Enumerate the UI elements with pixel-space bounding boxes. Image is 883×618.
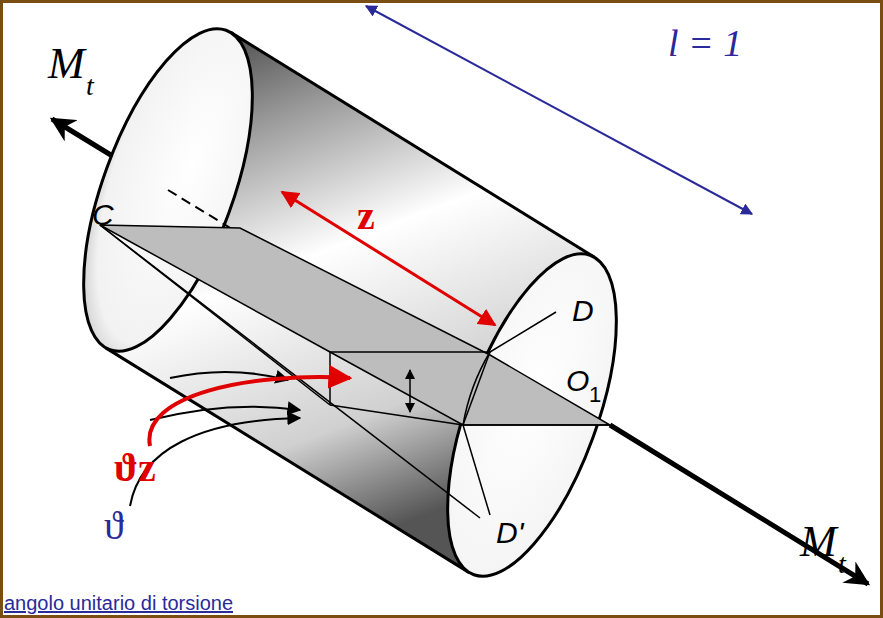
point-label: C — [92, 200, 114, 230]
caption-note: angolo unitario di torsione — [4, 593, 233, 613]
moment-symbol: M — [800, 520, 837, 564]
point-label: D — [572, 296, 594, 326]
point-label: O — [566, 366, 589, 396]
moment-symbol: M — [48, 42, 85, 86]
point-subscript: 1 — [589, 384, 601, 406]
length-dimension: l = 1 — [668, 24, 742, 62]
moment-subscript: t — [86, 72, 94, 100]
moment-subscript: t — [838, 550, 846, 578]
point-label: D' — [496, 518, 523, 548]
distance-label: z — [357, 196, 375, 236]
angle-label: ϑz — [114, 448, 156, 488]
angle-label: ϑ — [104, 506, 124, 546]
